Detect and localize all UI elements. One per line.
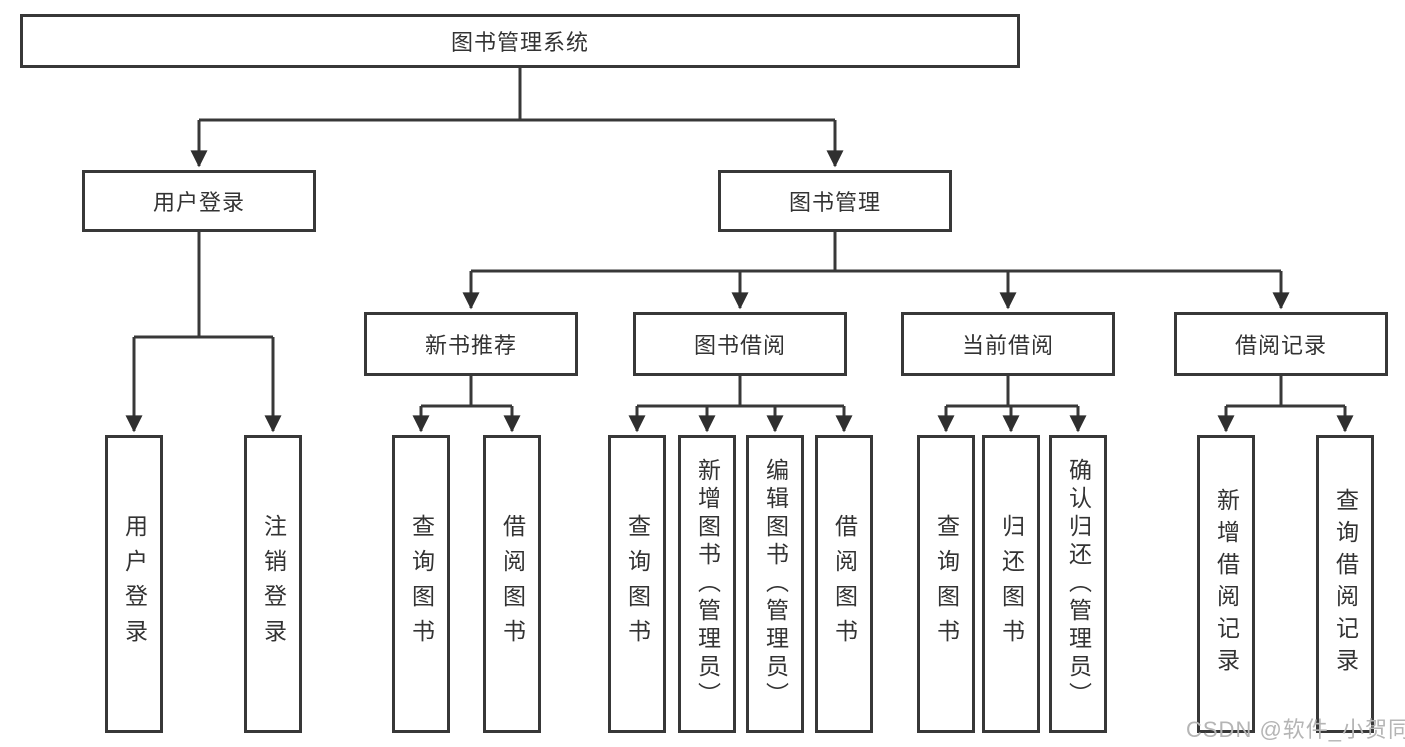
leaf-nbr-borrow-books: 借阅图书 (483, 435, 541, 733)
leaf-nbr-query-books-label: 查询图书 (408, 514, 435, 654)
csdn-watermark: CSDN @软件_小贺同学 (1186, 717, 1405, 742)
leaf-user-login: 用户登录 (105, 435, 163, 733)
leaf-cb-query-books-label: 查询图书 (933, 514, 960, 654)
node-user-login: 用户登录 (82, 170, 316, 232)
leaf-cb-return-books-label: 归还图书 (998, 514, 1025, 654)
leaf-br-query-record: 查询借阅记录 (1316, 435, 1374, 733)
leaf-bb-query-books: 查询图书 (608, 435, 666, 733)
leaf-bb-edit-books-admin: 编辑图书（管理员） (746, 435, 804, 733)
node-current-borrowing: 当前借阅 (901, 312, 1115, 376)
node-book-borrowing: 图书借阅 (633, 312, 847, 376)
leaf-bb-add-books-admin: 新增图书（管理员） (678, 435, 736, 733)
leaf-cb-confirm-return-admin: 确认归还（管理员） (1049, 435, 1107, 733)
leaf-logout-label: 注销登录 (260, 514, 287, 654)
leaf-logout: 注销登录 (244, 435, 302, 733)
leaf-cb-confirm-return-admin-label: 确认归还（管理员） (1065, 458, 1092, 710)
leaf-br-add-record-label: 新增借阅记录 (1213, 488, 1240, 680)
leaf-user-login-label: 用户登录 (121, 514, 148, 654)
leaf-br-add-record: 新增借阅记录 (1197, 435, 1255, 733)
node-borrow-records: 借阅记录 (1174, 312, 1388, 376)
node-root: 图书管理系统 (20, 14, 1020, 68)
leaf-bb-edit-books-admin-label: 编辑图书（管理员） (762, 458, 789, 710)
leaf-cb-query-books: 查询图书 (917, 435, 975, 733)
leaf-cb-return-books: 归还图书 (982, 435, 1040, 733)
leaf-bb-borrow-books-label: 借阅图书 (831, 514, 858, 654)
leaf-nbr-borrow-books-label: 借阅图书 (499, 514, 526, 654)
leaf-br-query-record-label: 查询借阅记录 (1332, 488, 1359, 680)
leaf-bb-borrow-books: 借阅图书 (815, 435, 873, 733)
node-book-management: 图书管理 (718, 170, 952, 232)
leaf-bb-query-books-label: 查询图书 (624, 514, 651, 654)
leaf-bb-add-books-admin-label: 新增图书（管理员） (694, 458, 721, 710)
leaf-nbr-query-books: 查询图书 (392, 435, 450, 733)
node-new-book-recommend: 新书推荐 (364, 312, 578, 376)
